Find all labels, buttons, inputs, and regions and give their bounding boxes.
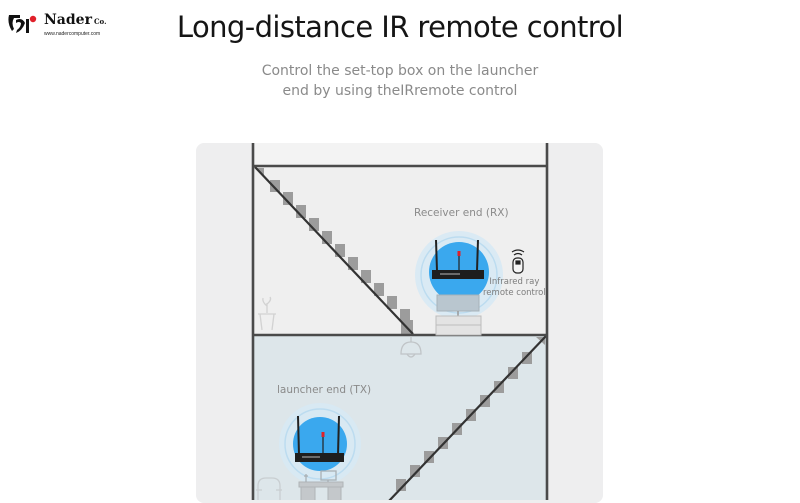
brand-url: www.nadercomputer.com [44, 31, 101, 37]
remote-control-label: Infrared ray remote control [483, 277, 546, 298]
attic-floor [254, 143, 546, 166]
page-subtitle: Control the set-top box on the launcher … [261, 63, 539, 99]
router-icon-tx [295, 415, 344, 462]
walls [251, 143, 549, 500]
receiver-label: Receiver end (RX) [414, 207, 509, 219]
logo-mark-icon [8, 15, 37, 33]
tv-icon [436, 294, 480, 316]
monitor-icon [304, 470, 337, 482]
ceiling-lamp-icon [400, 336, 422, 358]
router-icon-rx [432, 239, 484, 279]
plant-icon [258, 296, 276, 331]
cabinet-icon [435, 315, 482, 336]
tx-signal-rings [279, 403, 361, 485]
page-title: Long-distance IR remote control [176, 10, 624, 44]
upper-floor [254, 166, 546, 335]
remote-control-icon [511, 249, 525, 274]
transmitter-label: launcher end (TX) [277, 384, 372, 396]
desk-icon [298, 481, 344, 500]
armchair-icon [256, 477, 282, 500]
